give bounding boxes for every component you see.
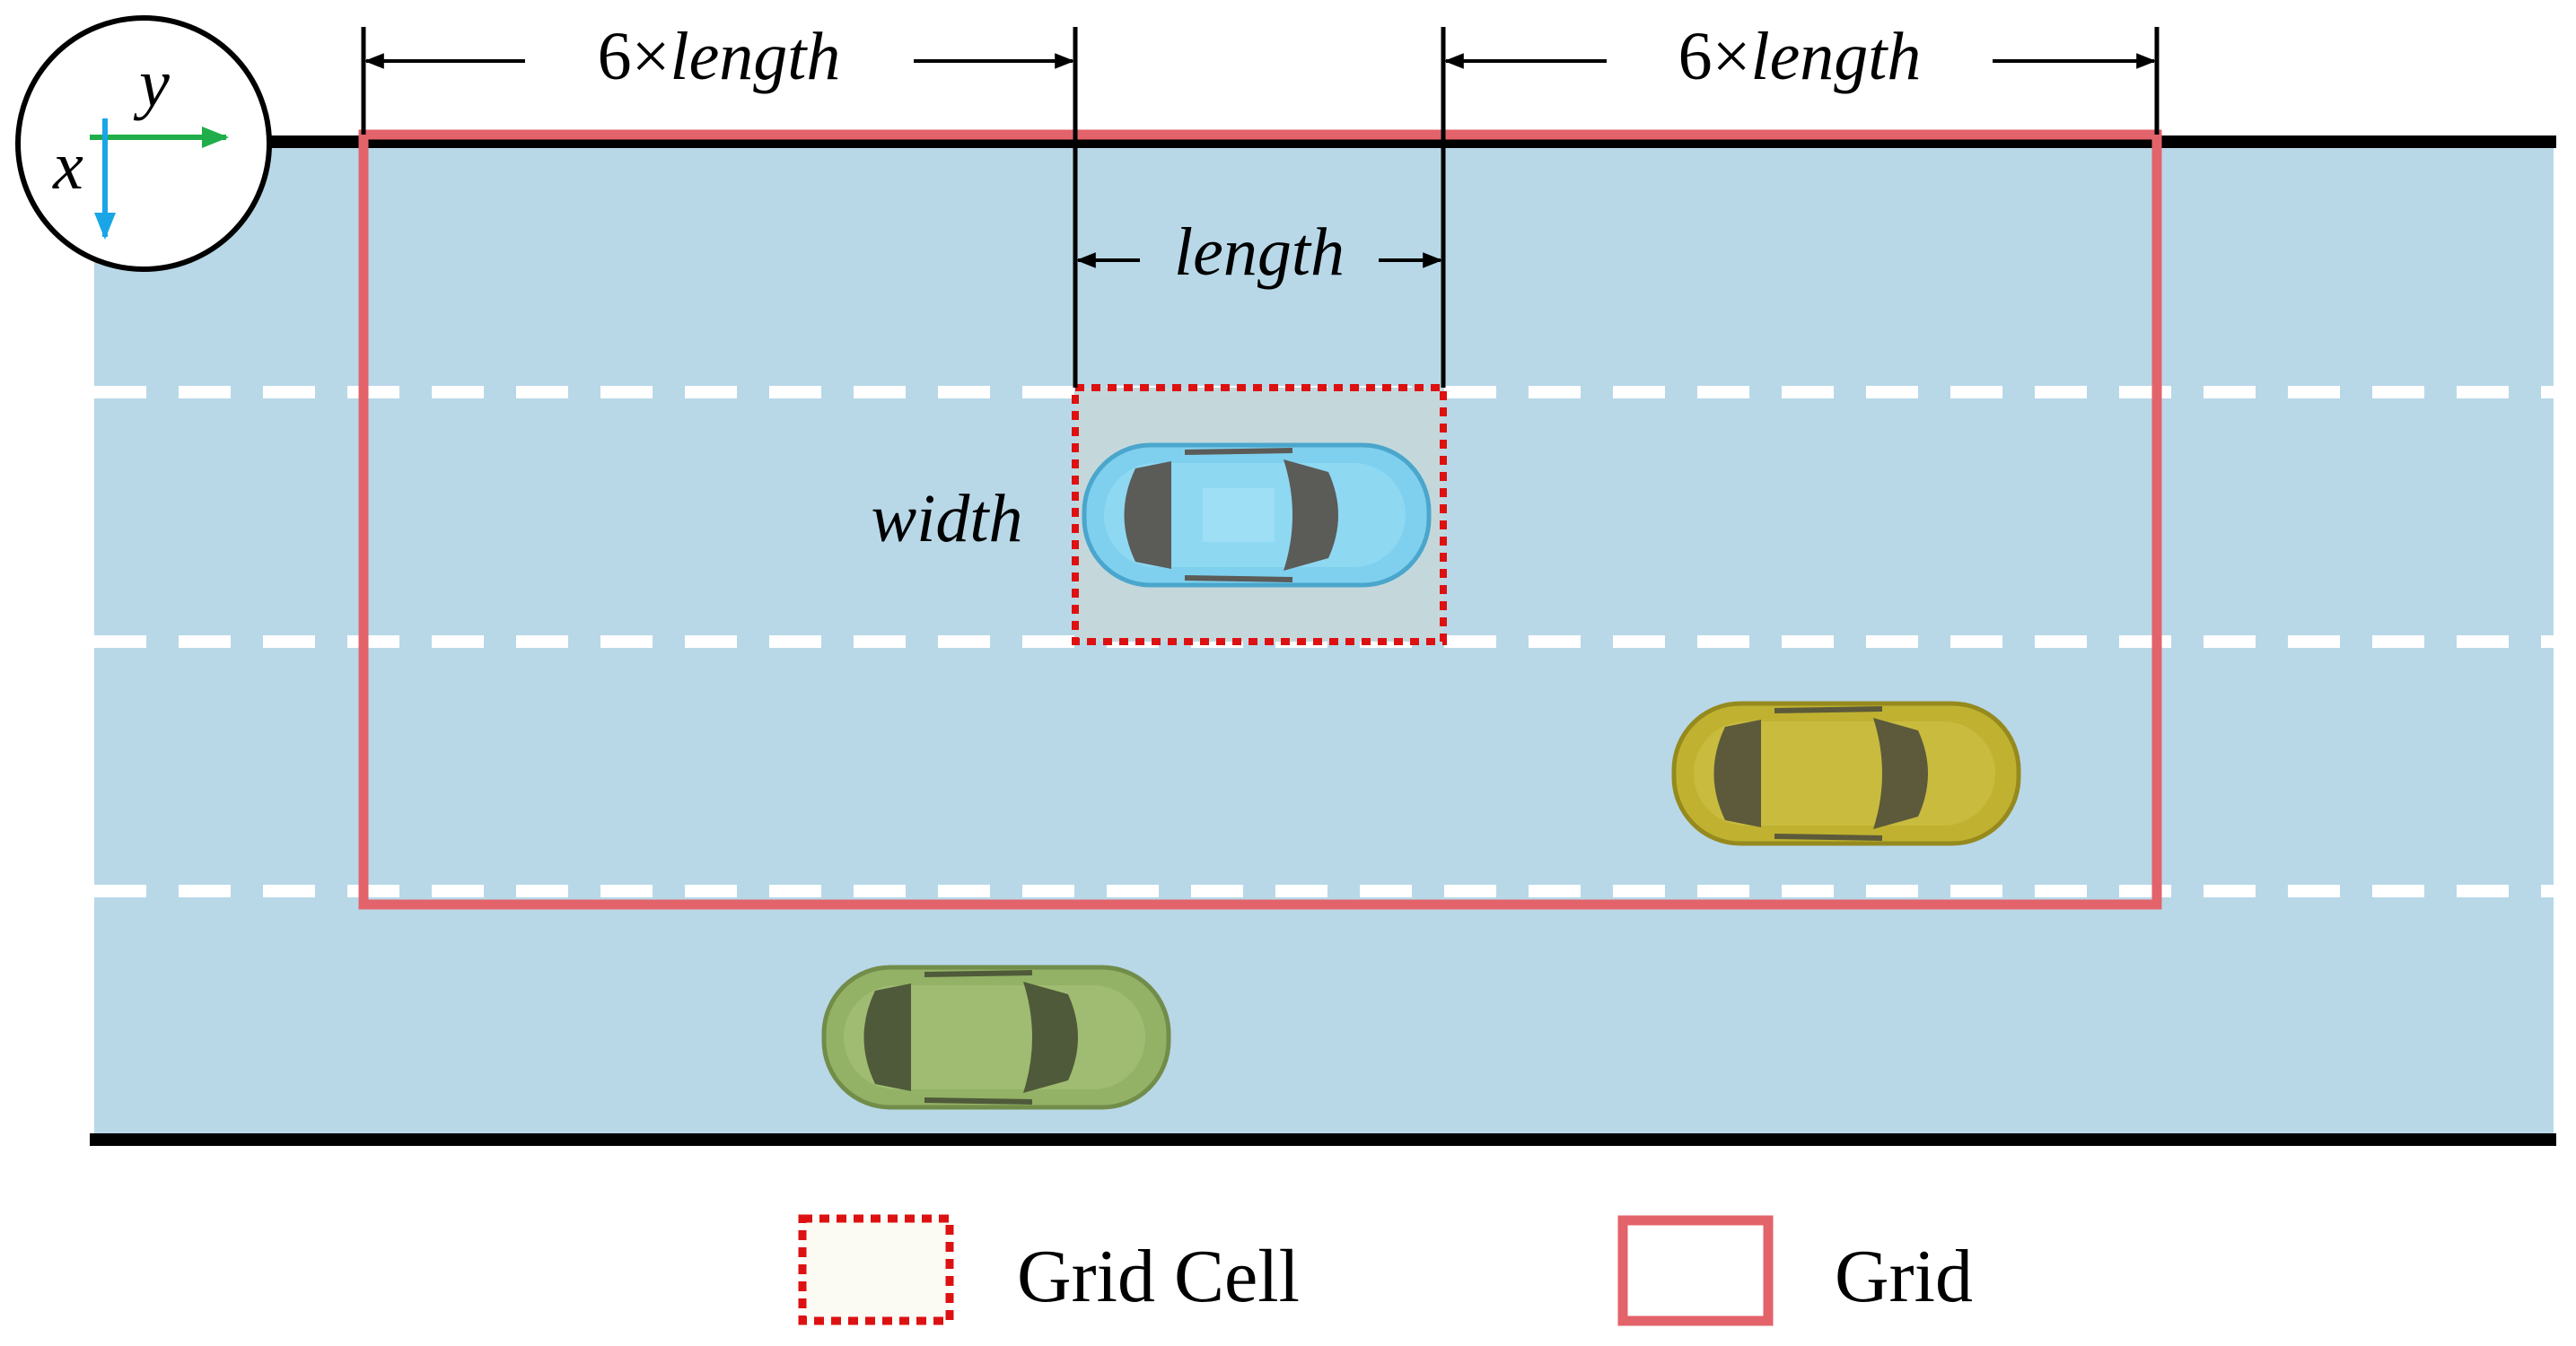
legend-grid-label: Grid [1835, 1235, 1973, 1318]
x-axis-label: x [52, 128, 83, 204]
dim-label-left-span: 6×length [598, 19, 841, 94]
grid-boundary [358, 129, 2162, 910]
y-axis-label: y [133, 46, 170, 121]
axis-badge: y x [15, 15, 272, 272]
car-green [821, 965, 1171, 1110]
car-yellow [1671, 701, 2021, 846]
legend: Grid Cell Grid [798, 1214, 1973, 1326]
ego-car [1082, 442, 1432, 588]
dim-label-cell-length: length [1174, 214, 1345, 290]
legend-grid-cell-swatch [798, 1214, 954, 1325]
dim-label-cell-width: width [872, 481, 1023, 556]
dim-label-right-span: 6×length [1678, 19, 1922, 94]
legend-grid-swatch [1617, 1215, 1774, 1326]
legend-grid-cell-label: Grid Cell [1017, 1235, 1300, 1318]
